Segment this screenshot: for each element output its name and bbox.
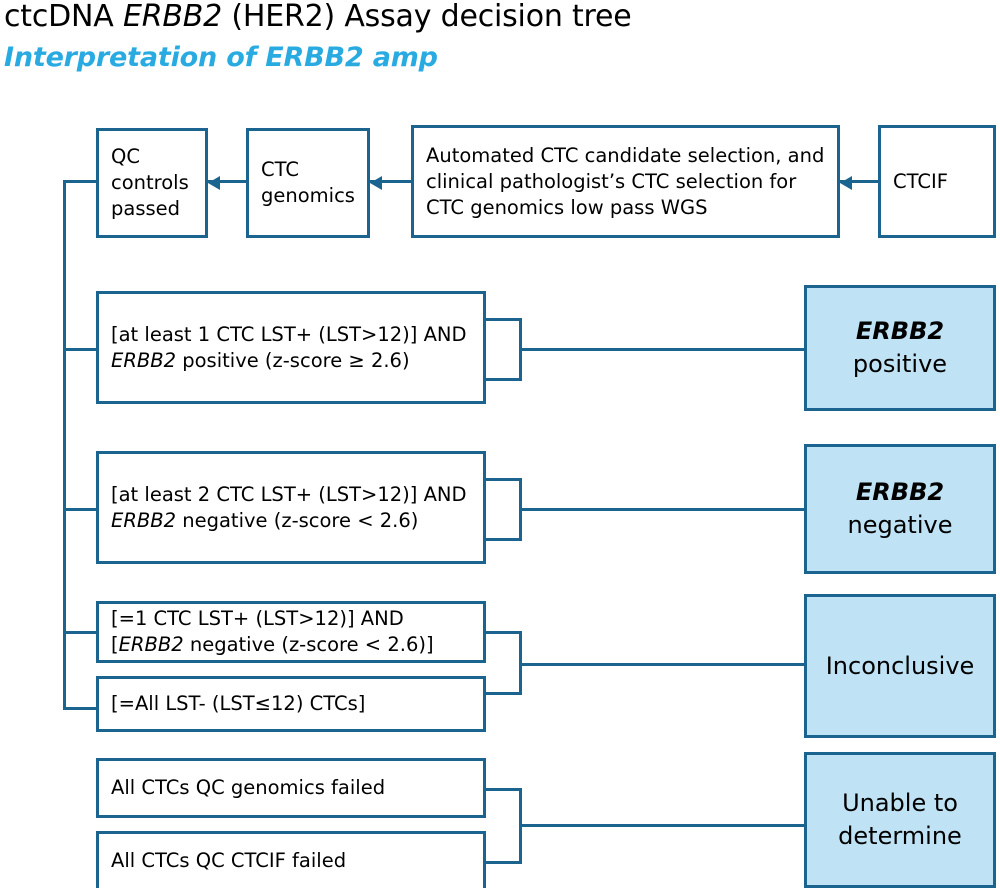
trunk-stub-criterion-3 bbox=[63, 631, 99, 634]
result-unable-to-determine-box: Unable to determine bbox=[804, 752, 996, 888]
connector-selection-to-ctcgenomics bbox=[370, 180, 411, 183]
inconclusive-criterion-2-box: [=All LST- (LST≤12) CTCs] bbox=[96, 676, 486, 732]
inconclusive-criterion-2-label: [=All LST- (LST≤12) CTCs] bbox=[111, 692, 366, 715]
result-erbb2-negative-label: ERBB2 negative bbox=[847, 478, 953, 539]
connector-to-result-erbb2-positive bbox=[519, 348, 806, 351]
connector-to-result-inconclusive bbox=[519, 663, 806, 666]
bracket-bottom-erbb2-positive bbox=[486, 378, 522, 381]
result-erbb2-negative-box: ERBB2 negative bbox=[804, 444, 996, 574]
title-gene-name: ERBB2 bbox=[122, 0, 223, 34]
result-erbb2-positive-box: ERBB2 positive bbox=[804, 285, 996, 411]
connector-to-result-erbb2-negative bbox=[519, 508, 806, 511]
ctcif-label: CTCIF bbox=[893, 169, 948, 193]
arrow-left-icon bbox=[840, 176, 852, 190]
result-inconclusive-label: Inconclusive bbox=[825, 651, 975, 680]
ctcif-box: CTCIF bbox=[878, 125, 996, 238]
result-inconclusive-box: Inconclusive bbox=[804, 594, 996, 738]
page-title: ctcDNA ERBB2 (HER2) Assay decision tree bbox=[4, 0, 632, 36]
qc-controls-passed-label: QC controls passed bbox=[111, 145, 189, 220]
trunk-stub-criterion-1 bbox=[63, 348, 99, 351]
title-text-post: (HER2) Assay decision tree bbox=[222, 0, 632, 34]
unable-criterion-2-label: All CTCs QC CTCIF failed bbox=[111, 849, 347, 872]
bracket-top-unable bbox=[486, 788, 522, 791]
connector-ctcgenomics-to-qc bbox=[208, 180, 246, 183]
left-trunk-line bbox=[63, 180, 66, 710]
trunk-stub-qc bbox=[63, 180, 99, 183]
bracket-bottom-inconclusive bbox=[486, 692, 522, 695]
unable-criterion-2-box: All CTCs QC CTCIF failed bbox=[96, 831, 486, 888]
title-text-pre: ctcDNA bbox=[4, 0, 123, 34]
connector-ctcif-to-selection bbox=[840, 180, 878, 183]
inconclusive-criterion-1-box: [=1 CTC LST+ (LST>12)] AND [ERBB2 negati… bbox=[96, 601, 486, 663]
bracket-top-inconclusive bbox=[486, 631, 522, 634]
erbb2-positive-criterion-box: [at least 1 CTC LST+ (LST>12)] AND ERBB2… bbox=[96, 291, 486, 404]
automated-ctc-selection-box: Automated CTC candidate selection, and c… bbox=[411, 125, 840, 238]
trunk-stub-criterion-4 bbox=[63, 707, 99, 710]
automated-ctc-selection-label: Automated CTC candidate selection, and c… bbox=[426, 143, 825, 219]
trunk-stub-criterion-2 bbox=[63, 508, 99, 511]
bracket-top-erbb2-negative bbox=[486, 478, 522, 481]
erbb2-negative-criterion-box: [at least 2 CTC LST+ (LST>12)] AND ERBB2… bbox=[96, 451, 486, 564]
result-erbb2-positive-label: ERBB2 positive bbox=[852, 317, 948, 378]
ctc-genomics-label: CTC genomics bbox=[261, 158, 355, 207]
unable-criterion-1-box: All CTCs QC genomics failed bbox=[96, 758, 486, 818]
result-unable-to-determine-label: Unable to determine bbox=[838, 789, 962, 850]
ctc-genomics-box: CTC genomics bbox=[246, 128, 370, 238]
arrow-left-icon bbox=[370, 176, 382, 190]
arrow-left-icon bbox=[208, 176, 220, 190]
unable-criterion-1-label: All CTCs QC genomics failed bbox=[111, 776, 386, 799]
connector-to-result-unable bbox=[519, 824, 806, 827]
bracket-bottom-unable bbox=[486, 861, 522, 864]
bracket-top-erbb2-positive bbox=[486, 318, 522, 321]
erbb2-negative-criterion-label: [at least 2 CTC LST+ (LST>12)] AND ERBB2… bbox=[111, 482, 467, 532]
erbb2-positive-criterion-label: [at least 1 CTC LST+ (LST>12)] AND ERBB2… bbox=[111, 322, 467, 372]
inconclusive-criterion-1-label: [=1 CTC LST+ (LST>12)] AND [ERBB2 negati… bbox=[111, 607, 434, 656]
qc-controls-passed-box: QC controls passed bbox=[96, 128, 208, 238]
bracket-bottom-erbb2-negative bbox=[486, 538, 522, 541]
page-subtitle: Interpretation of ERBB2 amp bbox=[4, 42, 438, 73]
